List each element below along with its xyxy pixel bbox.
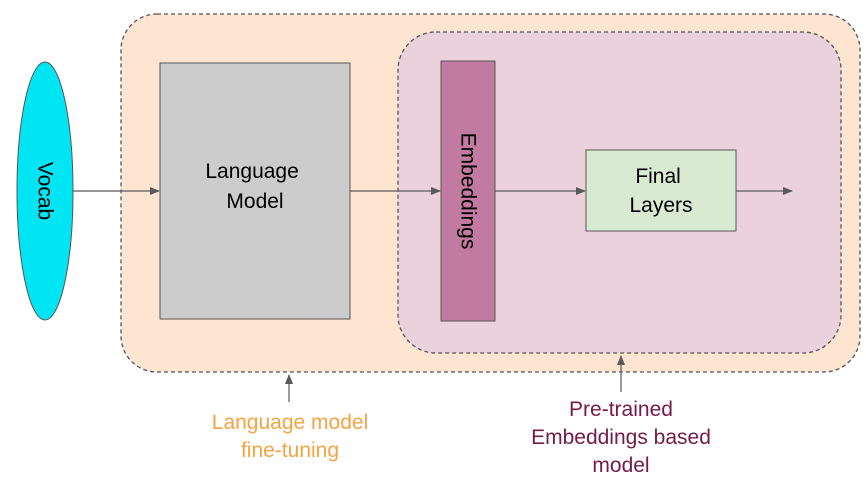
- final-layers-label-line-2: Layers: [629, 194, 692, 217]
- lm-finetuning-caption: Language model fine-tuning: [160, 409, 420, 465]
- embeddings-label: Embeddings: [457, 133, 480, 250]
- final-layers-label: Final Layers: [629, 165, 692, 217]
- final-layers-label-line-1: Final: [635, 165, 681, 188]
- lm-finetuning-caption-line-2: fine-tuning: [240, 439, 340, 462]
- pretrained-caption-line-2: Embeddings based: [531, 426, 711, 449]
- language-model-label-line-1: Language: [205, 160, 298, 183]
- vocab-label: Vocab: [34, 162, 57, 220]
- pretrained-embeddings-caption: Pre-trained Embeddings based model: [490, 396, 752, 480]
- pretrained-caption-line-1: Pre-trained: [569, 398, 673, 421]
- language-model-label-line-2: Model: [226, 190, 283, 213]
- embeddings-node: [440, 60, 496, 322]
- final-layers-node: [585, 149, 737, 232]
- lm-finetuning-caption-line-1: Language model: [211, 411, 369, 434]
- language-model-label: Language Model: [205, 160, 304, 213]
- pretrained-caption-line-3: model: [592, 454, 650, 477]
